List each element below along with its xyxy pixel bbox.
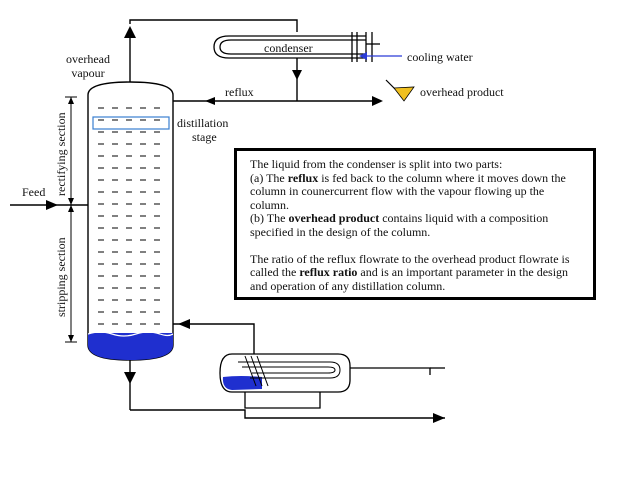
- return-left-arrow: [178, 319, 190, 329]
- reflux-prefix: (a) The: [250, 170, 288, 185]
- ratio-rest: and is an important parameter in the des…: [250, 265, 569, 293]
- product-rest: contains liquid with a composition speci…: [250, 211, 549, 239]
- section-arrowheads: [68, 97, 74, 342]
- feed-arrow: [46, 200, 58, 210]
- column-bottom-liquid: [88, 331, 173, 360]
- reflux-line: [173, 58, 372, 102]
- feed-label: Feed: [22, 185, 46, 199]
- overhead-vapour-line: [129, 19, 298, 82]
- reflux-left-arrow: [205, 97, 215, 105]
- condenser-label: condenser: [264, 41, 313, 55]
- ratio-term: reflux ratio: [299, 265, 358, 280]
- distillation-stage-box: [92, 116, 170, 130]
- reflux-explanation: (a) The reflux is fed back to the column…: [250, 170, 583, 213]
- product-term: overhead product: [288, 211, 380, 226]
- product-prefix: (b) The: [250, 211, 289, 226]
- reflux-term: reflux: [287, 170, 319, 185]
- vapour-up-arrow: [124, 26, 136, 38]
- distillation-stage-label: distillation stage: [177, 116, 228, 144]
- condensate-down-arrow: [292, 70, 302, 80]
- distillation-stage-line2: stage: [192, 130, 217, 144]
- bottoms-product-arrow: [433, 413, 445, 423]
- overhead-vapour-line2: vapour: [71, 66, 105, 80]
- reboiler: [219, 353, 445, 409]
- product-explanation: (b) The overhead product contains liquid…: [250, 212, 583, 239]
- overhead-product-label: overhead product: [420, 85, 504, 99]
- cooling-water-label: cooling water: [407, 50, 473, 64]
- bottoms-down-arrow: [124, 372, 136, 384]
- product-right-arrow: [372, 96, 383, 106]
- intro-text: The liquid from the condenser is split i…: [250, 157, 503, 171]
- reboiler-vapour-return: [173, 323, 255, 354]
- overhead-product-marker: [385, 79, 415, 102]
- overhead-vapour-label: overhead vapour: [66, 52, 110, 80]
- rectifying-section-label: rectifying section: [54, 112, 68, 196]
- ratio-prefix: The ratio of the reflux flowrate to the …: [250, 251, 570, 280]
- distillation-column: [87, 81, 174, 361]
- column-trays: [98, 107, 160, 325]
- reflux-label: reflux: [225, 85, 254, 99]
- overhead-vapour-line1: overhead: [66, 52, 110, 66]
- condenser: [213, 32, 380, 62]
- bottoms-line: [129, 360, 445, 419]
- reflux-rest: is fed back to the column where it moves…: [250, 170, 566, 212]
- cooling-water-arrow: [359, 52, 402, 60]
- explanation-box: The liquid from the condenser is split i…: [234, 148, 596, 300]
- ratio-explanation: The ratio of the reflux flowrate to the …: [250, 251, 583, 294]
- stripping-section-label: stripping section: [54, 237, 68, 317]
- distillation-stage-line1: distillation: [177, 116, 229, 130]
